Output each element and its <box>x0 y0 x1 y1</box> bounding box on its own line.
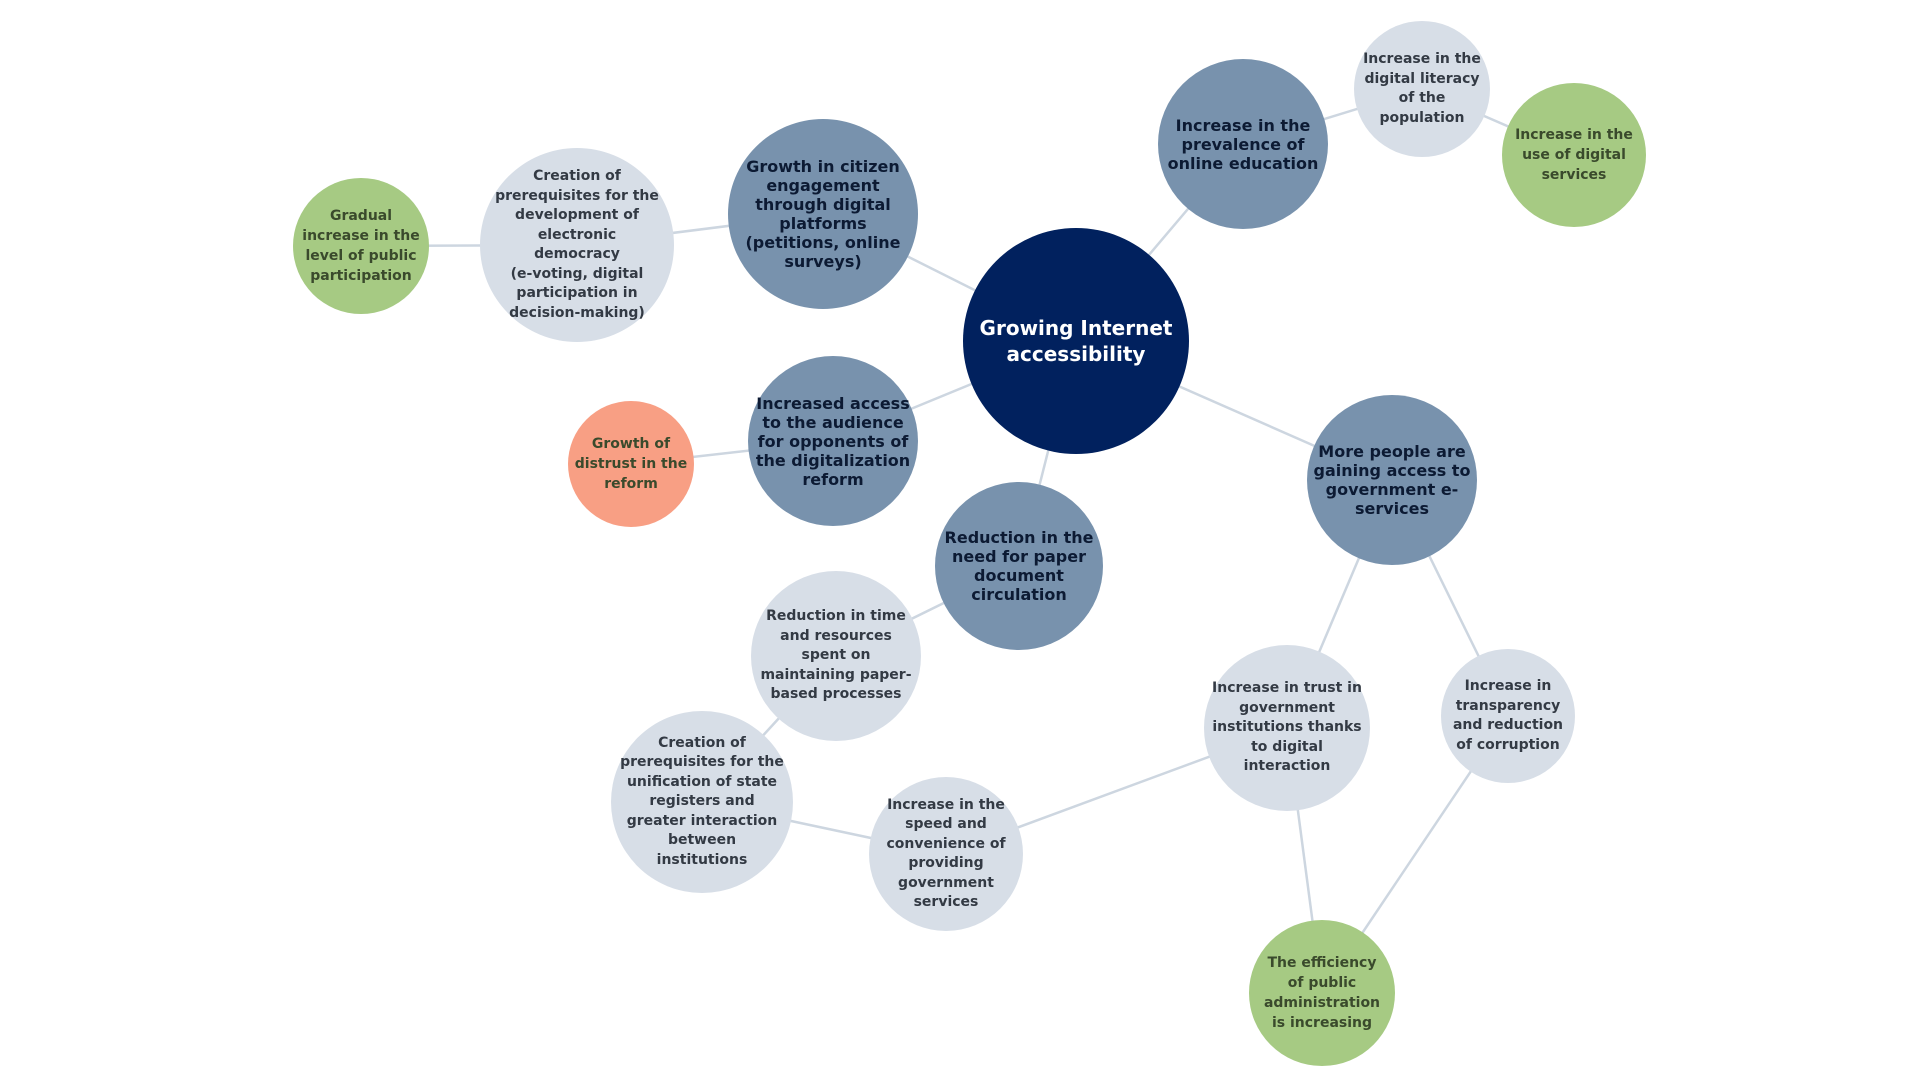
node-citizen-engagement: Growth in citizen engagement through dig… <box>728 119 918 309</box>
node-label: Reduction in time and resources spent on… <box>760 608 912 703</box>
node-label: Gradual increase in the level of public … <box>302 208 420 284</box>
node-distrust: Growth of distrust in the reform <box>568 401 694 527</box>
node-label: Reduction in the need for paper document… <box>944 528 1094 604</box>
node-speed-convenience: Increase in the speed and convenience of… <box>869 777 1023 931</box>
central-node: Growing Internet accessibility <box>963 228 1189 454</box>
node-label: Increase in the prevalence of online edu… <box>1167 115 1319 173</box>
node-label: The efficiency of public administration … <box>1263 955 1381 1031</box>
node-paper-reduction: Reduction in the need for paper document… <box>935 482 1103 650</box>
node-label: Growth of distrust in the reform <box>574 436 688 492</box>
node-label: Creation of prerequisites for the develo… <box>495 168 659 321</box>
node-label: More people are gaining access to govern… <box>1313 442 1471 518</box>
node-online-education: Increase in the prevalence of online edu… <box>1158 59 1328 229</box>
node-trust-institutions: Increase in trust in government institut… <box>1204 645 1370 811</box>
node-label: Increase in the speed and convenience of… <box>886 796 1006 911</box>
node-digital-services-use: Increase in the use of digital services <box>1502 83 1646 227</box>
node-label: Increase in the digital literacy of the … <box>1363 51 1481 126</box>
node-gov-eservices: More people are gaining access to govern… <box>1307 395 1477 565</box>
node-e-democracy: Creation of prerequisites for the develo… <box>480 148 674 342</box>
node-label: Growth in citizen engagement through dig… <box>745 157 901 271</box>
node-label: Creation of prerequisites for the unific… <box>620 734 784 868</box>
node-label: Increased access to the audience for opp… <box>755 393 911 489</box>
node-label: Increase in the use of digital services <box>1515 127 1633 183</box>
node-transparency: Increase in transparency and reduction o… <box>1441 649 1575 783</box>
node-label: Increase in transparency and reduction o… <box>1452 678 1564 753</box>
node-label: Increase in trust in government institut… <box>1212 680 1362 775</box>
node-opponents-access: Increased access to the audience for opp… <box>748 356 918 526</box>
node-digital-literacy: Increase in the digital literacy of the … <box>1354 21 1490 157</box>
central-node-label: Growing Internet accessibility <box>979 316 1173 366</box>
node-state-registers: Creation of prerequisites for the unific… <box>611 711 793 893</box>
node-admin-efficiency: The efficiency of public administration … <box>1249 920 1395 1066</box>
node-public-participation: Gradual increase in the level of public … <box>293 178 429 314</box>
node-time-resources: Reduction in time and resources spent on… <box>751 571 921 741</box>
